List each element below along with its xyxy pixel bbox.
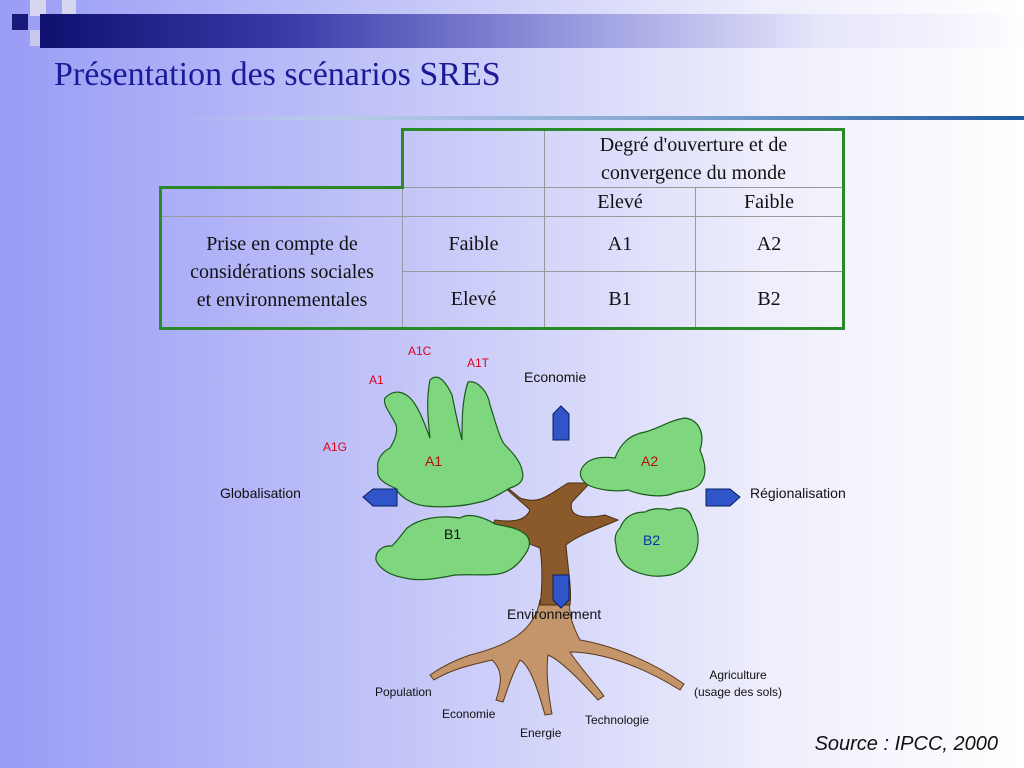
label-crown-b2: B2	[643, 532, 660, 548]
label-crown-a1: A1	[425, 453, 442, 469]
deco-square-2	[30, 0, 46, 16]
foliage-b1	[375, 514, 530, 581]
header-world-line2: convergence du monde	[600, 162, 787, 184]
label-a1-variant: A1	[369, 373, 384, 387]
table-blank-subheader	[159, 186, 403, 217]
arrow-up-icon	[552, 405, 570, 441]
label-root-technologie: Technologie	[585, 713, 649, 727]
row-axis-line1: Prise en compte de	[206, 233, 358, 255]
arrow-down-icon	[552, 574, 570, 609]
tree-trunk	[489, 479, 620, 606]
foliage-b2	[614, 507, 699, 577]
cell-b2: B2	[695, 271, 845, 330]
col-header-high: Elevé	[544, 187, 696, 217]
title-underline	[180, 116, 1024, 120]
scenario-table: Degré d'ouverture et de convergence du m…	[159, 128, 845, 330]
label-economie-top: Economie	[524, 369, 586, 385]
label-root-agriculture-2: (usage des sols)	[694, 685, 782, 699]
row-header-social-env: Prise en compte de considérations social…	[159, 216, 403, 330]
label-root-economie: Economie	[442, 707, 496, 721]
foliage-a1	[377, 376, 524, 508]
deco-square-4	[62, 0, 76, 14]
deco-square-1	[12, 14, 28, 30]
tree-roots	[429, 599, 685, 716]
slide-title: Présentation des scénarios SRES	[54, 56, 501, 93]
label-root-energie: Energie	[520, 726, 562, 740]
label-environnement: Environnement	[507, 606, 601, 622]
label-crown-a2: A2	[641, 453, 658, 469]
arrow-left-icon	[362, 488, 398, 507]
arrow-right-icon	[705, 488, 741, 507]
header-gradient-bar	[40, 14, 1024, 48]
cell-b1: B1	[544, 271, 696, 330]
table-blank-subheader-2	[402, 187, 545, 217]
label-crown-b1: B1	[444, 526, 461, 542]
label-a1c: A1C	[408, 344, 432, 358]
cell-a1: A1	[544, 216, 696, 272]
header-world-openness: Degré d'ouverture et de convergence du m…	[544, 128, 845, 188]
label-a1g: A1G	[323, 440, 347, 454]
row-label-low: Faible	[402, 216, 545, 272]
label-root-population: Population	[375, 685, 432, 699]
col-header-low: Faible	[695, 187, 845, 217]
source-citation: Source : IPCC, 2000	[814, 733, 998, 755]
label-a1t: A1T	[467, 356, 490, 370]
label-root-agriculture-1: Agriculture	[709, 668, 767, 682]
cell-a2: A2	[695, 216, 845, 272]
table-blank-header	[401, 128, 545, 188]
row-label-high: Elevé	[402, 271, 545, 330]
label-regionalisation: Régionalisation	[750, 485, 846, 501]
row-axis-line2: considérations sociales	[190, 261, 374, 283]
foliage-a2	[579, 417, 706, 497]
label-globalisation: Globalisation	[220, 485, 301, 501]
header-world-line1: Degré d'ouverture et de	[599, 134, 788, 156]
row-axis-line3: et environnementales	[196, 289, 368, 311]
